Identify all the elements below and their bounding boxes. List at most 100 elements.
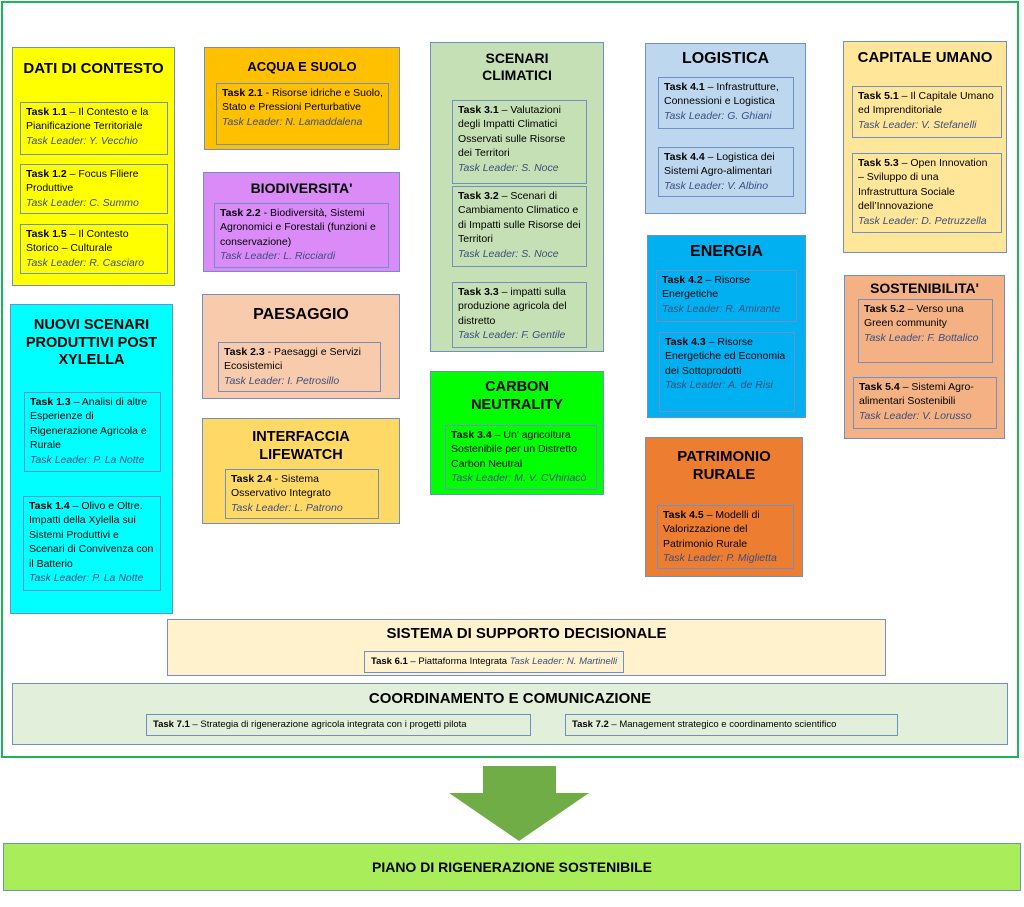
group-title: BIODIVERSITA' [250,180,353,196]
task-id: Task 2.1 [222,87,263,99]
task-card-1-2: Task 1.2 – Focus Filiere Produttive Task… [20,164,168,214]
task-card-5-2: Task 5.2 – Verso una Green community Tas… [858,299,993,363]
task-text: Risorse idriche e Suolo, Stato e Pressio… [222,87,383,114]
task-id: Task 1.4 [29,500,70,512]
group-title: SISTEMA DI SUPPORTO DECISIONALE [386,625,667,642]
task-card-3-2: Task 3.2 – Scenari di Cambiamento Climat… [452,186,587,267]
task-text: Paesaggi e Servizi Ecosistemici [224,346,361,373]
group-paesaggio: PAESAGGIO Task 2.3 - Paesaggi e Servizi … [202,294,400,399]
group-biodiversita: BIODIVERSITA' Task 2.2 - Biodiversità, S… [203,172,400,272]
task-id: Task 1.5 [26,228,67,240]
task-id: Task 4.5 [663,509,704,521]
task-text: Open Innovation – Sviluppo di una Infras… [858,157,988,213]
group-nuovi-scenari-xylella: NUOVI SCENARI PRODUTTIVI POST XYLELLA Ta… [10,304,173,614]
task-leader: Task Leader: P. La Notte [29,572,144,585]
task-text: Valutazioni degli Impatti Climatici Osse… [458,104,566,160]
task-leader: Task Leader: F. Bottalico [864,331,979,344]
task-card-4-1: Task 4.1 – Infrastrutture, Connessioni e… [658,77,794,129]
group-scenari-climatici: SCENARI CLIMATICI Task 3.1 – Valutazioni… [430,42,604,352]
group-title: PAESAGGIO [253,306,349,323]
task-card-4-2: Task 4.2 – Risorse Energetiche Task Lead… [656,270,797,322]
task-id: Task 1.1 [26,106,67,118]
task-text: Risorse Energetiche [662,274,750,301]
task-text: Risorse Energetiche ed Economia dei Sott… [665,336,786,377]
task-text: impatti sulla produzione agricola del di… [458,286,567,327]
task-card-1-3: Task 1.3 – Analisi di altre Esperienze d… [24,392,161,472]
task-card-5-4: Task 5.4 – Sistemi Agro-alimentari Soste… [853,377,997,429]
group-coordinamento-comunicazione: COORDINAMENTO E COMUNICAZIONE Task 7.1 –… [12,683,1008,745]
task-leader: Task Leader: V. Stefanelli [858,118,977,131]
group-title: ENERGIA [690,243,763,260]
task-text: Un’ agricoltura Sostenibile per un Distr… [451,429,578,470]
task-leader: Task Leader: F. Gentile [458,329,566,342]
task-leader: Task Leader: V. Albino [664,179,769,192]
task-id: Task 3.3 [458,286,499,298]
task-text: Logistica dei Sistemi Agro-alimentari [664,151,775,178]
task-card-2-3: Task 2.3 - Paesaggi e Servizi Ecosistemi… [218,342,381,392]
task-id: Task 4.2 [662,274,703,286]
group-title: COORDINAMENTO E COMUNICAZIONE [368,690,652,707]
task-text: Olivo e Oltre. Impatti della Xylella sui… [29,500,154,570]
group-sistema-supporto-decisionale: SISTEMA DI SUPPORTO DECISIONALE Task 6.1… [167,619,886,676]
group-title: SCENARI CLIMATICI [482,50,552,84]
group-logistica: LOGISTICA Task 4.1 – Infrastrutture, Con… [645,43,806,214]
task-card-1-4: Task 1.4 – Olivo e Oltre. Impatti della … [23,496,161,591]
task-leader: Task Leader: P. Miglietta [663,552,777,565]
task-id: Task 5.2 [864,303,905,315]
group-carbon-neutrality: CARBON NEUTRALITY Task 3.4 – Un’ agricol… [430,371,604,495]
task-id: Task 1.2 [26,168,67,180]
task-leader: Task Leader: N. Lamaddalena [222,115,363,128]
task-text: Analisi di altre Esperienze di Rigeneraz… [30,396,148,452]
task-leader: Task Leader: Y. Vecchio [26,134,138,147]
task-text: Strategia di rigenerazione agricola inte… [200,719,467,730]
task-id: Task 2.3 [224,346,265,358]
task-id: Task 5.3 [858,157,899,169]
task-text: Piattaforma Integrata [418,656,508,667]
task-leader: Task Leader: C. Summo [26,196,139,209]
group-interfaccia-lifewatch: INTERFACCIA LIFEWATCH Task 2.4 - Sistema… [202,418,400,524]
task-id: Task 3.1 [458,104,499,116]
task-text: Modelli di Valorizzazione del Patrimonio… [663,509,760,550]
task-card-3-4: Task 3.4 – Un’ agricoltura Sostenibile p… [445,425,597,490]
task-text: Sistema Osservativo Integrato [231,473,331,500]
group-dati-di-contesto: DATI DI CONTESTO Task 1.1 – Il Contesto … [12,47,175,286]
task-card-3-3: Task 3.3 – impatti sulla produzione agri… [452,282,587,348]
task-id: Task 4.1 [664,81,705,93]
task-card-1-1: Task 1.1 – Il Contesto e la Pianificazio… [20,102,168,155]
task-text: Il Capitale Umano ed Imprenditoriale [858,90,994,117]
task-text: Scenari di Cambiamento Climatico e di Im… [458,190,581,246]
group-title: LOGISTICA [681,50,770,67]
task-text: Infrastrutture, Connessioni e Logistica [664,81,779,108]
task-id: Task 1.3 [30,396,71,408]
task-id: Task 5.4 [859,381,900,393]
task-id: Task 2.4 [231,473,272,485]
task-text: Il Contesto Storico – Culturale [26,228,129,255]
task-leader: Task Leader: I. Petrosillo [224,374,340,387]
group-title: PATRIMONIO RURALE [677,448,771,484]
group-title: NUOVI SCENARI PRODUTTIVI POST XYLELLA [25,317,158,369]
group-capitale-umano: CAPITALE UMANO Task 5.1 – Il Capitale Um… [843,41,1007,253]
task-leader: Task Leader: D. Petruzzella [858,214,987,227]
task-id: Task 4.3 [665,336,706,348]
task-leader: Task Leader: L. Patrono [231,501,343,514]
task-framework-frame [1,1,1019,758]
task-id: Task 3.2 [458,190,499,202]
group-title: SOSTENIBILITA' [870,280,979,296]
task-card-2-1: Task 2.1 - Risorse idriche e Suolo, Stat… [216,83,389,145]
task-leader: Task Leader: R. Amirante [662,302,781,315]
group-title: CAPITALE UMANO [857,49,993,66]
group-title: DATI DI CONTESTO [23,60,164,77]
task-leader: Task Leader: P. La Notte [30,453,145,466]
task-leader: Task Leader: S. Noce [458,247,559,260]
task-card-2-4: Task 2.4 - Sistema Osservativo Integrato… [225,469,379,519]
task-card-7-1: Task 7.1 – Strategia di rigenerazione ag… [146,714,531,736]
task-card-4-5: Task 4.5 – Modelli di Valorizzazione del… [657,505,794,569]
task-id: Task 4.4 [664,151,705,163]
task-text: Focus Filiere Produttive [26,168,139,195]
output-title: PIANO DI RIGENERAZIONE SOSTENIBILE [371,859,653,875]
task-leader: Task Leader: V. Lorusso [859,409,972,422]
task-id: Task 7.1 [153,719,190,730]
task-id: Task 3.4 [451,429,492,441]
task-id: Task 7.2 [572,719,609,730]
task-card-4-3: Task 4.3 – Risorse Energetiche ed Econom… [659,332,795,412]
